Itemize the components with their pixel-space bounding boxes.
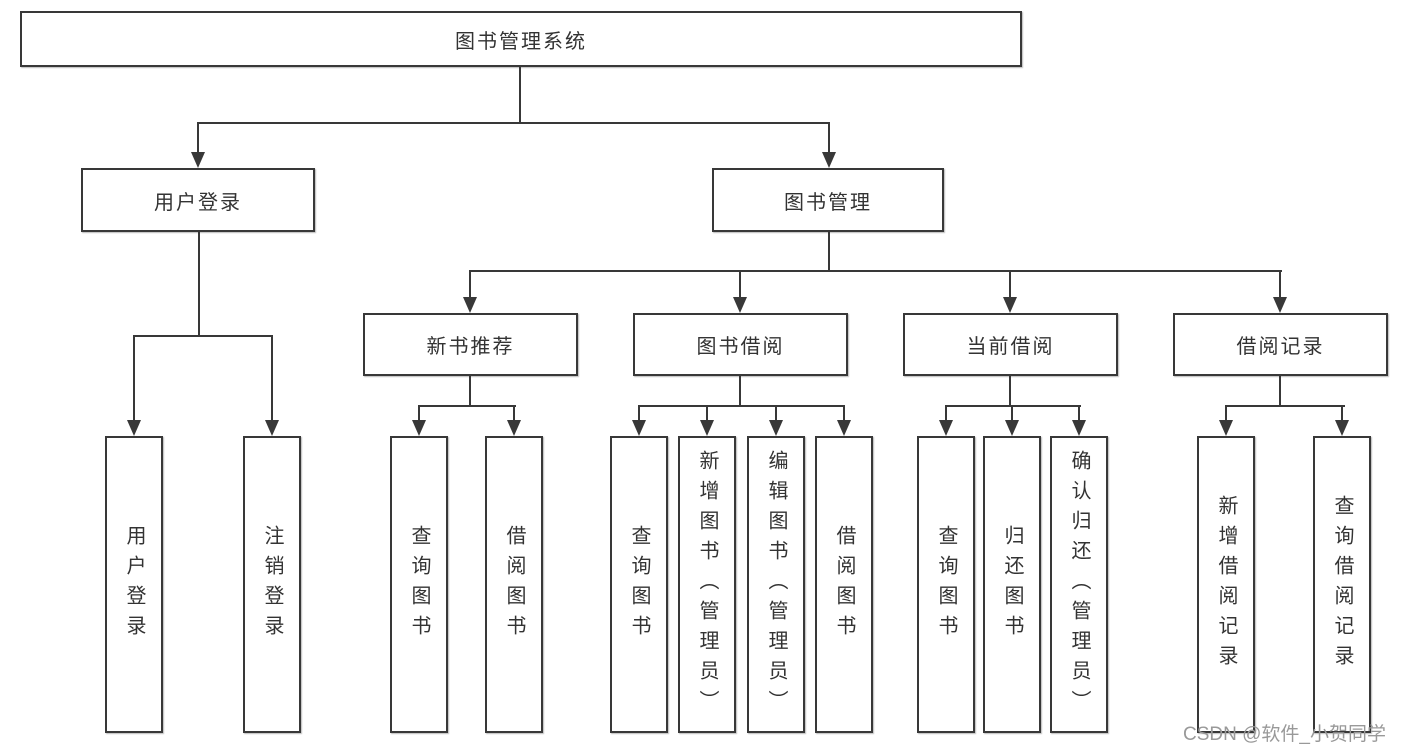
arrow-down-icon [632,420,646,436]
connector-line [1078,405,1080,420]
arrow-down-icon [822,152,836,168]
leaf-borrow-books-recommend-label: 借阅图书 [503,524,525,645]
arrow-down-icon [412,420,426,436]
leaf-logout-label: 注销登录 [261,524,283,645]
leaf-add-borrow-record: 新增借阅记录 [1197,436,1255,733]
arrow-down-icon [837,420,851,436]
node-new-book-recommend: 新书推荐 [363,313,578,376]
arrow-down-icon [1219,420,1233,436]
arrow-down-icon [1273,297,1287,313]
leaf-query-books-borrow-label: 查询图书 [628,524,650,645]
arrow-down-icon [1072,420,1086,436]
connector-line [1225,405,1227,420]
arrow-down-icon [1005,420,1019,436]
connector-line [469,270,471,297]
node-book-management-label: 图书管理 [784,191,872,214]
connector-line [133,335,135,420]
leaf-query-books-current: 查询图书 [917,436,975,733]
leaf-logout: 注销登录 [243,436,301,733]
arrow-down-icon [733,297,747,313]
leaf-edit-book-admin: 编辑图书（管理员） [747,436,805,733]
leaf-borrow-books-recommend: 借阅图书 [485,436,543,733]
connector-line [418,405,420,420]
leaf-query-borrow-record-label: 查询借阅记录 [1331,494,1353,675]
node-new-book-recommend-label: 新书推荐 [426,336,515,358]
arrow-down-icon [939,420,953,436]
connector-line [1009,270,1011,297]
node-book-management: 图书管理 [712,168,944,232]
connector-line [519,67,521,122]
connector-line [638,405,845,407]
connector-line [133,335,273,337]
leaf-query-books-borrow: 查询图书 [610,436,668,733]
connector-line [271,335,273,420]
node-user-login: 用户登录 [81,168,315,232]
connector-line [1341,405,1343,420]
node-user-login-label: 用户登录 [154,191,242,214]
node-borrow-records: 借阅记录 [1173,313,1388,376]
connector-line [706,405,708,420]
arrow-down-icon [265,420,279,436]
connector-line [1279,376,1281,405]
connector-line [1225,405,1345,407]
arrow-down-icon [700,420,714,436]
arrow-down-icon [1335,420,1349,436]
leaf-query-books-recommend-label: 查询图书 [408,524,430,645]
connector-line [638,405,640,420]
leaf-borrow-books: 借阅图书 [815,436,873,733]
connector-line [739,376,741,405]
connector-line [843,405,845,420]
leaf-query-borrow-record: 查询借阅记录 [1313,436,1371,733]
connector-line [198,232,200,335]
leaf-confirm-return-admin: 确认归还（管理员） [1050,436,1108,733]
connector-line [1279,270,1281,297]
leaf-return-book-label: 归还图书 [1001,524,1023,645]
node-current-borrow: 当前借阅 [903,313,1118,376]
connector-line [513,405,515,420]
connector-line [197,122,199,154]
leaf-borrow-books-label: 借阅图书 [833,524,855,645]
connector-line [775,405,777,420]
leaf-query-books-recommend: 查询图书 [390,436,448,733]
node-root: 图书管理系统 [20,11,1022,67]
leaf-confirm-return-admin-label: 确认归还（管理员） [1068,449,1090,720]
leaf-add-book-admin: 新增图书（管理员） [678,436,736,733]
arrow-down-icon [127,420,141,436]
leaf-user-login-label: 用户登录 [123,524,145,645]
connector-line [828,232,830,270]
arrow-down-icon [507,420,521,436]
arrow-down-icon [769,420,783,436]
node-borrow-records-label: 借阅记录 [1236,336,1325,358]
connector-line [828,122,830,154]
connector-line [197,122,830,124]
node-book-borrow-label: 图书借阅 [696,336,785,358]
leaf-add-book-admin-label: 新增图书（管理员） [696,449,718,720]
arrow-down-icon [463,297,477,313]
connector-line [1009,376,1011,405]
arrow-down-icon [1003,297,1017,313]
connector-line [469,270,1282,272]
leaf-edit-book-admin-label: 编辑图书（管理员） [765,449,787,720]
connector-line [945,405,1081,407]
connector-line [1011,405,1013,420]
node-book-borrow: 图书借阅 [633,313,848,376]
connector-line [945,405,947,420]
leaf-add-borrow-record-label: 新增借阅记录 [1215,494,1237,675]
leaf-query-books-current-label: 查询图书 [935,524,957,645]
leaf-return-book: 归还图书 [983,436,1041,733]
node-current-borrow-label: 当前借阅 [966,336,1055,358]
connector-line [739,270,741,297]
connector-line [418,405,516,407]
leaf-user-login: 用户登录 [105,436,163,733]
node-root-label: 图书管理系统 [455,30,587,53]
arrow-down-icon [191,152,205,168]
connector-line [469,376,471,405]
watermark-text: CSDN @软件_小贺同学 [1183,724,1386,745]
